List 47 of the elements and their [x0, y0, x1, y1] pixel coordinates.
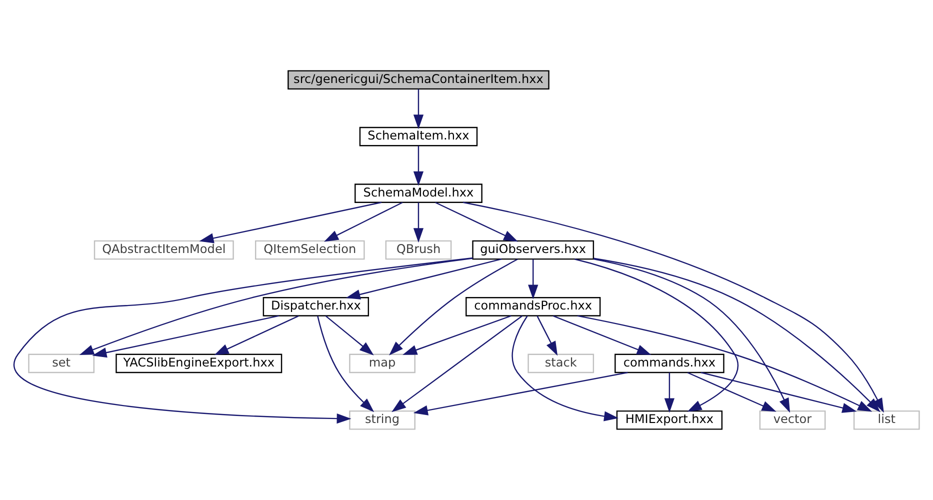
arrow: [413, 202, 424, 243]
arrow: [346, 258, 502, 300]
node-box: set: [28, 354, 95, 374]
arrow: [574, 258, 738, 412]
node-box: SchemaModel.hxx: [354, 184, 482, 203]
arrow: [413, 89, 424, 130]
arrow: [79, 258, 473, 355]
arrow: [389, 258, 518, 356]
arrow: [594, 258, 880, 412]
arrow: [512, 316, 619, 422]
node-box: Dispatcher.hxx: [262, 297, 369, 316]
node-box: list: [853, 410, 920, 430]
arrow: [553, 315, 652, 356]
node-box: vector: [759, 410, 826, 430]
arrow: [435, 202, 518, 242]
arrow: [92, 315, 280, 358]
arrow: [664, 372, 675, 413]
arrow: [577, 315, 872, 412]
arrow: [413, 146, 424, 186]
arrow: [462, 202, 884, 413]
node-box: guiObservers.hxx: [472, 240, 594, 260]
arrow: [325, 315, 374, 356]
arrow: [214, 315, 299, 356]
arrow: [687, 372, 776, 412]
arrow: [536, 316, 558, 356]
node-box: stack: [528, 354, 594, 374]
node-box: QAbstractItemModel: [94, 240, 234, 260]
node-box: SchemaItem.hxx: [359, 126, 478, 146]
node-box: string: [349, 410, 416, 430]
arrow: [700, 372, 857, 413]
arrow: [413, 372, 628, 416]
arrow: [14, 257, 473, 424]
node-box: QBrush: [385, 240, 452, 260]
node-box: QItemSelection: [255, 240, 365, 260]
arrow: [317, 316, 374, 412]
node-box: src/genericgui/SchemaContainerItem.hxx: [288, 70, 550, 90]
arrow: [402, 315, 512, 355]
node-box: HMIExport.hxx: [616, 410, 723, 430]
arrow: [528, 259, 538, 300]
node-box: map: [349, 354, 416, 374]
arrow: [324, 202, 403, 242]
arrow: [199, 202, 382, 244]
node-box: commands.hxx: [614, 354, 724, 374]
arrow: [392, 315, 523, 412]
arrow: [593, 258, 790, 413]
node-box: commandsProc.hxx: [466, 297, 601, 316]
node-box: YACSlibEngineExport.hxx: [116, 354, 282, 374]
